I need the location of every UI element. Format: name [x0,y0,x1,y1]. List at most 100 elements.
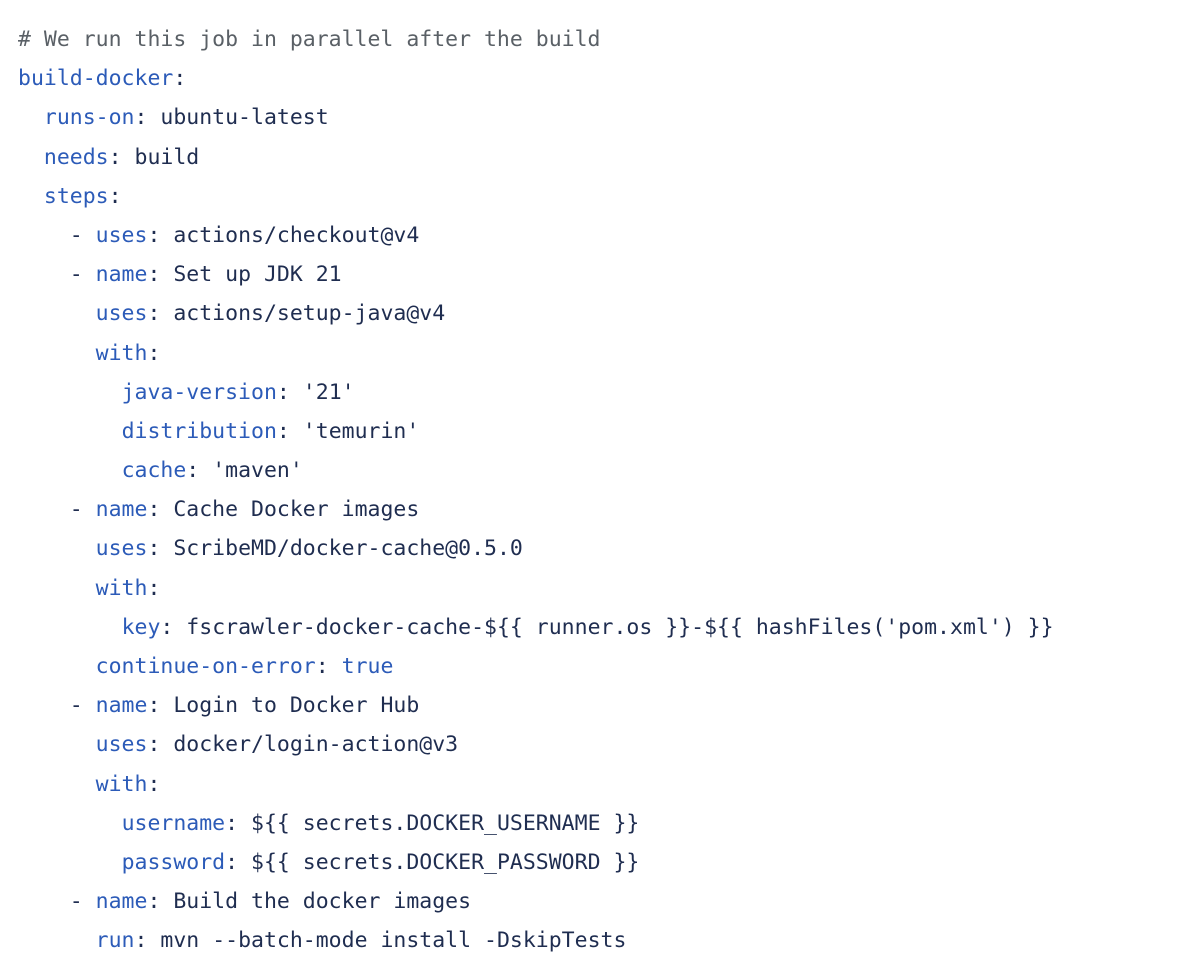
token-punct: : [147,575,161,601]
token-key: cache [121,458,187,484]
token-value: Build the docker images [160,889,472,915]
token-key: name [95,693,148,719]
token-key: steps [43,183,109,209]
code-line-4: needs: build [18,138,1200,177]
indent-whitespace [18,536,96,561]
token-value: ScribeMD/docker-cache@0.5.0 [160,536,523,562]
token-punct: : [147,222,161,248]
token-key: name [95,889,148,915]
token-key: runs-on [43,105,135,131]
token-punct: : [147,889,161,915]
token-string: 'maven' [199,458,303,484]
token-key: run [95,928,135,954]
indent-whitespace [18,811,122,836]
token-bool: true [328,654,394,679]
indent-whitespace [18,301,96,326]
token-punct: : [315,654,329,679]
token-value: ${{ secrets.DOCKER_USERNAME }} [238,810,640,836]
token-value: Set up JDK 21 [160,262,342,288]
token-key: java-version [121,379,277,405]
token-punct: : [276,379,290,405]
code-line-23: - name: Build the docker images [18,882,1200,921]
token-value: Cache Docker images [160,497,420,523]
indent-whitespace [18,184,44,209]
code-line-1: # We run this job in parallel after the … [18,20,1200,59]
token-dash: - [69,889,96,915]
code-line-21: username: ${{ secrets.DOCKER_USERNAME }} [18,804,1200,843]
token-comment: # We run this job in parallel after the … [18,27,601,52]
code-line-2: build-docker: [18,59,1200,98]
indent-whitespace [18,928,96,953]
token-key: distribution [121,418,277,444]
token-key: with [95,340,148,366]
token-punct: : [225,810,239,836]
code-line-16: key: fscrawler-docker-cache-${{ runner.o… [18,608,1200,647]
token-punct: : [147,536,161,562]
token-key: uses [95,222,148,248]
code-line-22: password: ${{ secrets.DOCKER_PASSWORD }} [18,843,1200,882]
token-punct: : [134,105,148,131]
token-key: continue-on-error [95,654,316,679]
token-value: actions/setup-java@v4 [160,301,446,327]
indent-whitespace [18,419,122,444]
token-punct: : [108,183,122,209]
token-punct: : [147,693,161,719]
indent-whitespace [18,145,44,170]
token-key: uses [95,301,148,327]
token-key: with [95,771,148,797]
indent-whitespace [18,223,70,248]
indent-whitespace [18,380,122,405]
token-key: name [95,497,148,523]
code-line-7: - name: Set up JDK 21 [18,255,1200,294]
token-value: actions/checkout@v4 [160,222,420,248]
code-line-15: with: [18,569,1200,608]
token-value: ubuntu-latest [147,105,329,131]
token-punct: : [147,771,161,797]
token-key: name [95,262,148,288]
token-key: username [121,810,226,836]
token-dash: - [69,693,96,719]
token-punct: : [134,928,148,954]
code-line-5: steps: [18,177,1200,216]
code-line-6: - uses: actions/checkout@v4 [18,216,1200,255]
indent-whitespace [18,105,44,130]
indent-whitespace [18,732,96,757]
code-line-19: uses: docker/login-action@v3 [18,725,1200,764]
token-dash: - [69,497,96,523]
code-line-17: continue-on-error: true [18,647,1200,686]
token-punct: : [276,418,290,444]
token-key: uses [95,536,148,562]
token-key: needs [43,144,109,170]
indent-whitespace [18,497,70,522]
code-line-20: with: [18,765,1200,804]
token-punct: : [147,262,161,288]
token-value: build [121,144,200,170]
token-punct: : [147,301,161,327]
token-key: uses [95,732,148,758]
indent-whitespace [18,654,96,679]
code-line-8: uses: actions/setup-java@v4 [18,294,1200,333]
indent-whitespace [18,615,122,640]
token-dash: - [69,262,96,288]
token-value: docker/login-action@v3 [160,732,459,758]
indent-whitespace [18,262,70,287]
token-key: key [121,614,161,640]
token-value: mvn --batch-mode install -DskipTests [147,928,627,954]
code-line-13: - name: Cache Docker images [18,490,1200,529]
token-value: fscrawler-docker-cache-${{ runner.os }}-… [173,614,1054,640]
token-key: build-docker [18,66,174,92]
indent-whitespace [18,693,70,718]
indent-whitespace [18,458,122,483]
token-punct: : [186,458,200,484]
code-line-14: uses: ScribeMD/docker-cache@0.5.0 [18,529,1200,568]
code-line-18: - name: Login to Docker Hub [18,686,1200,725]
token-string: '21' [289,379,355,405]
code-line-10: java-version: '21' [18,373,1200,412]
token-value: ${{ secrets.DOCKER_PASSWORD }} [238,849,640,875]
token-punct: : [225,849,239,875]
token-string: 'temurin' [289,418,420,444]
token-value: Login to Docker Hub [160,693,420,719]
token-key: password [121,849,226,875]
code-line-11: distribution: 'temurin' [18,412,1200,451]
